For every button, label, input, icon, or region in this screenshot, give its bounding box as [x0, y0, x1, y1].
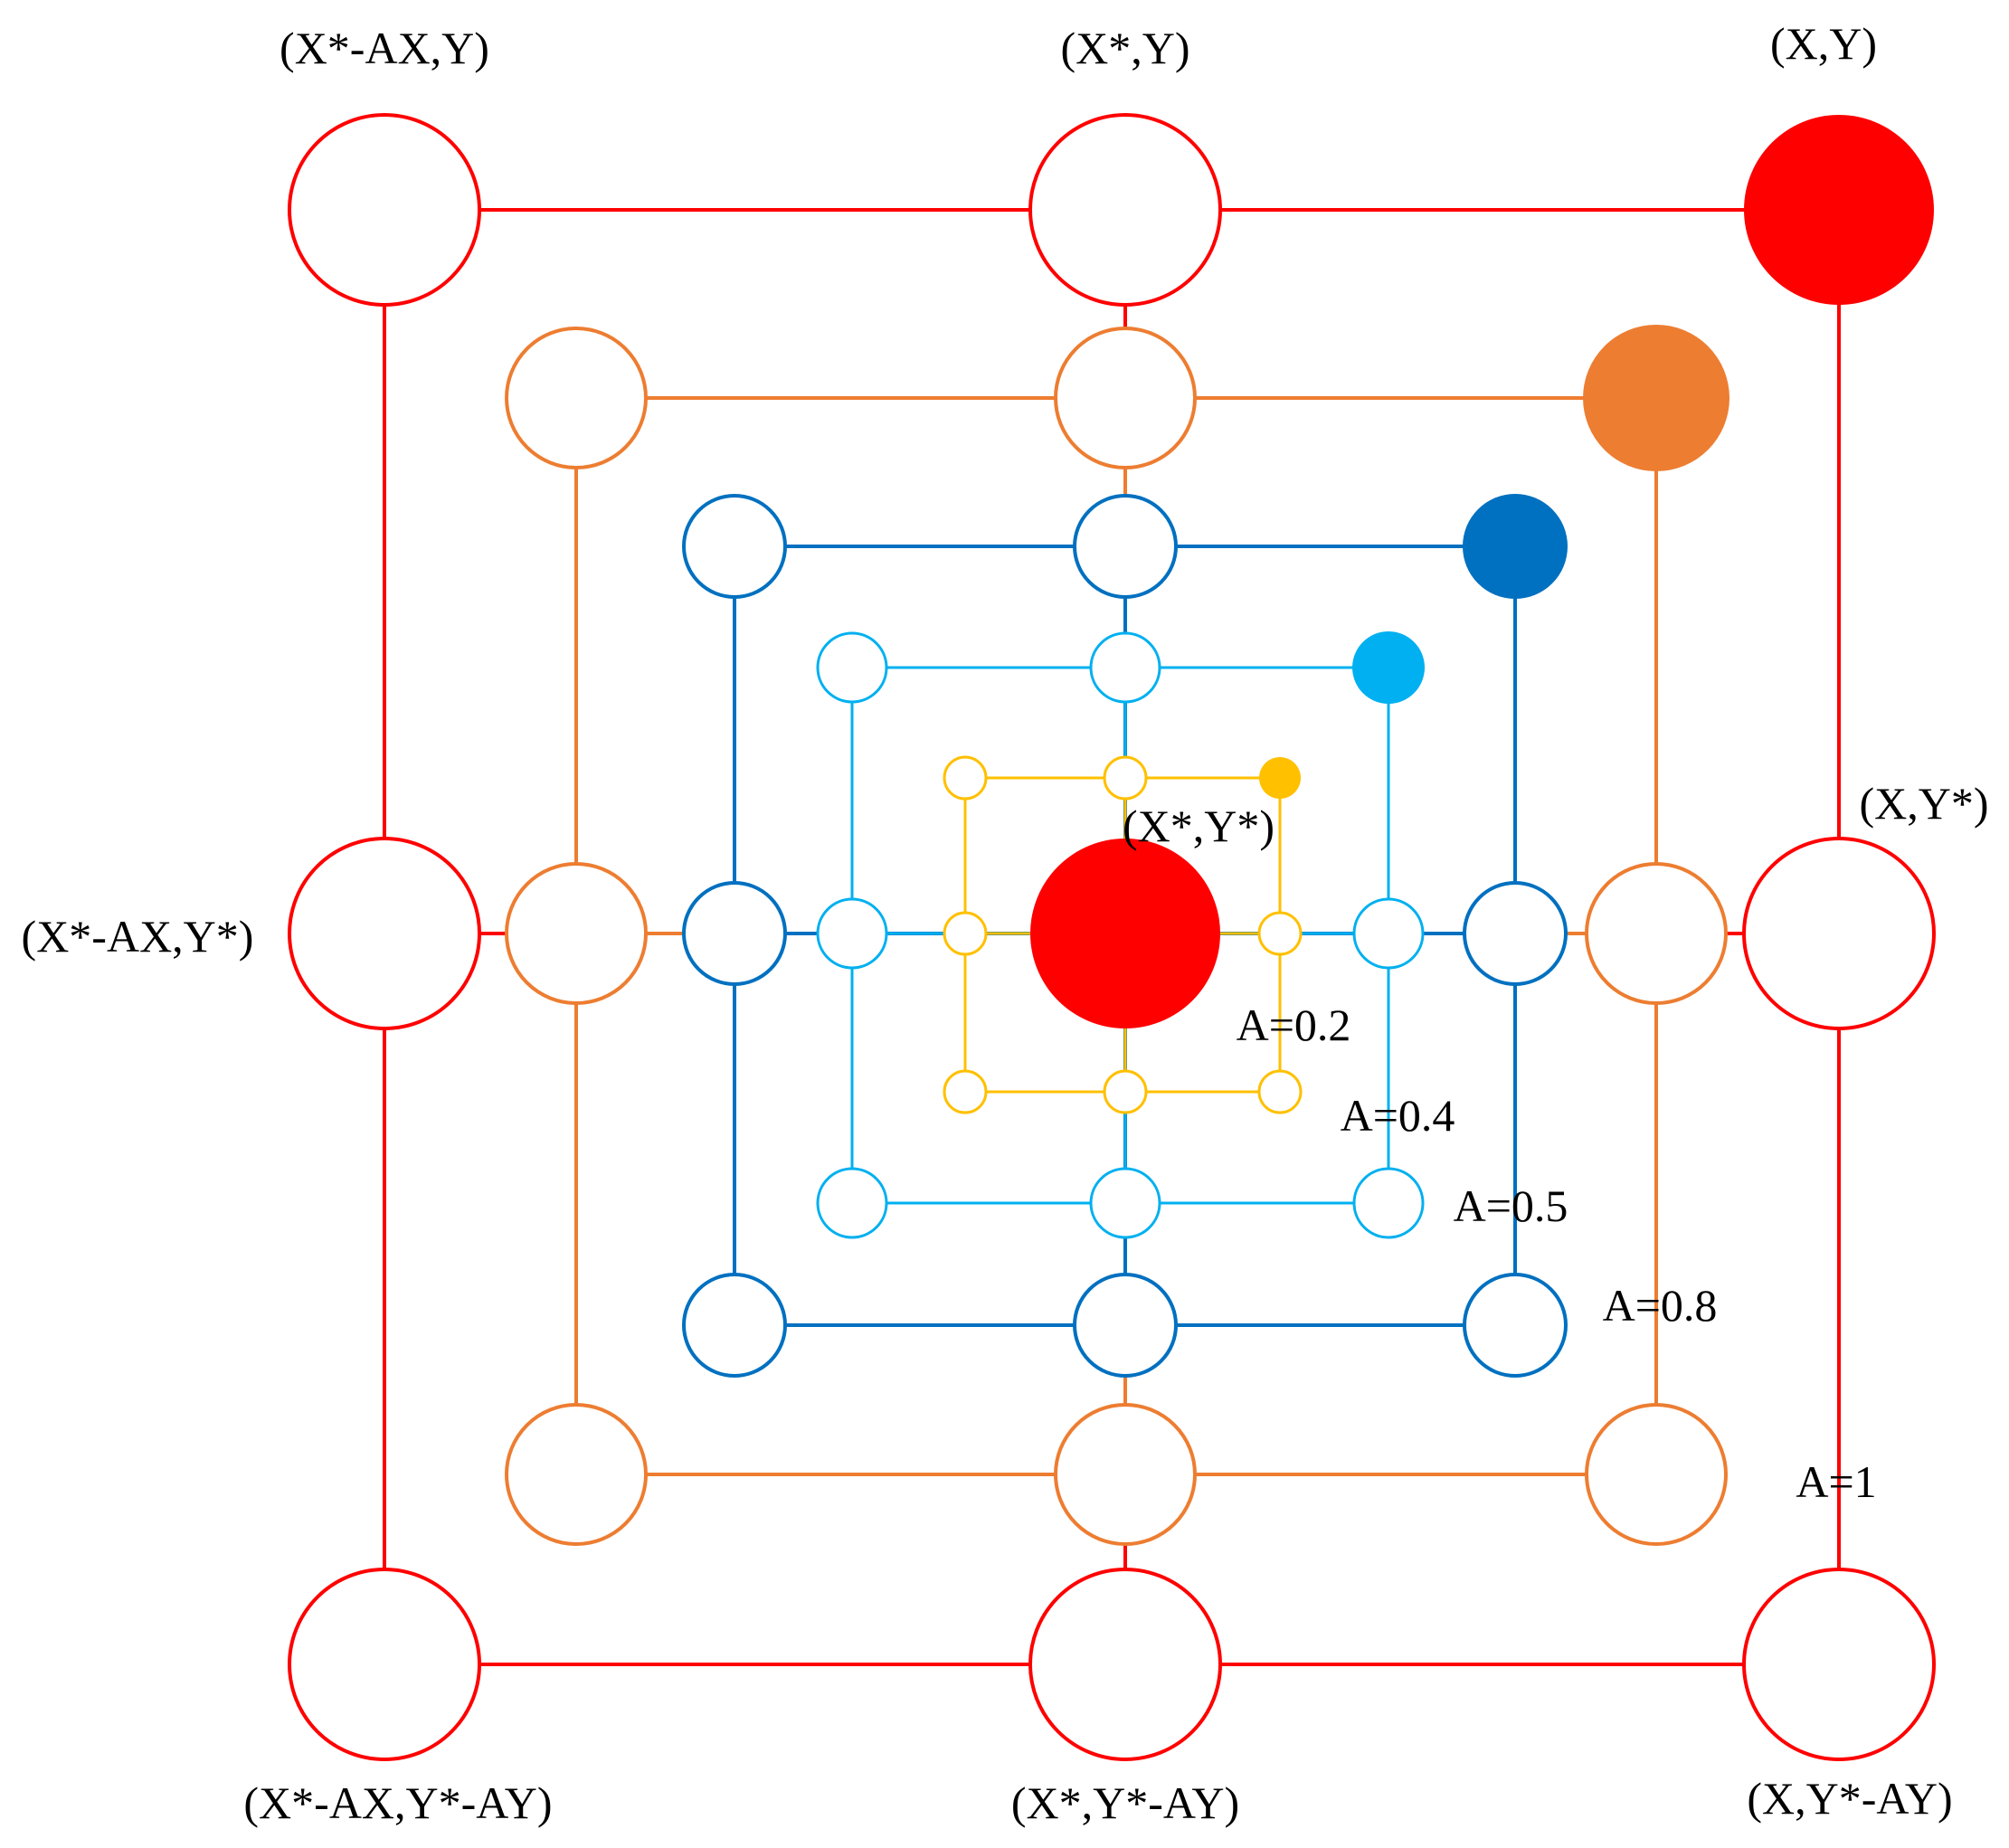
- node-A0-2-bottom-right: [1257, 1069, 1303, 1114]
- label-a-0-2: A=0.2: [1237, 1000, 1351, 1050]
- label-top-right: (X,Y): [1770, 18, 1877, 69]
- label-a-0-5: A=0.5: [1454, 1180, 1568, 1231]
- label-a-0-4: A=0.4: [1341, 1090, 1455, 1141]
- node-A1-mid-right: [1742, 837, 1936, 1030]
- node-A0-8-bottom-left: [505, 1403, 648, 1546]
- node-A0-2-bottom-left: [943, 1069, 988, 1114]
- label-center: (X*,Y*): [1123, 801, 1275, 851]
- node-A1-bottom-mid: [1028, 1568, 1222, 1761]
- node-A0-4-mid-left: [816, 897, 888, 970]
- node-A0-2-top-mid: [1103, 755, 1148, 801]
- node-A0-8-top-mid: [1054, 327, 1197, 469]
- node-A0-8-mid-right: [1585, 862, 1728, 1005]
- node-A0-5-mid-right: [1463, 881, 1568, 986]
- node-A0-8-mid-left: [505, 862, 648, 1005]
- node-A0-4-bottom-mid: [1089, 1167, 1161, 1239]
- node-A0-2-bottom-mid: [1103, 1069, 1148, 1114]
- node-A1-mid-left: [288, 837, 481, 1030]
- node-A1-bottom-right: [1742, 1568, 1936, 1761]
- node-A1-top-left: [288, 113, 481, 307]
- node-A0-5-bottom-mid: [1073, 1273, 1178, 1378]
- node-A0-8-top-right-filled: [1583, 325, 1729, 471]
- label-a-1: A=1: [1796, 1456, 1876, 1507]
- node-A1-top-mid: [1028, 113, 1222, 307]
- node-A0-2-mid-right: [1257, 911, 1303, 956]
- node-A0-8-bottom-right: [1585, 1403, 1728, 1546]
- label-bottom-left: (X*-AX,Y*-AY): [243, 1777, 552, 1828]
- node-A0-5-top-left: [682, 494, 787, 599]
- node-A0-4-top-mid: [1089, 631, 1161, 704]
- node-A0-5-top-mid: [1073, 494, 1178, 599]
- label-bottom-mid: (X*,Y*-AY): [1011, 1777, 1239, 1828]
- label-mid-right: (X,Y*): [1859, 778, 1988, 829]
- node-A0-8-bottom-mid: [1054, 1403, 1197, 1546]
- label-mid-left: (X*-AX,Y*): [22, 911, 254, 962]
- node-A1-top-right-filled: [1744, 115, 1934, 305]
- node-A0-5-top-right-filled: [1463, 494, 1568, 599]
- label-top-left: (X*-AX,Y): [280, 23, 489, 73]
- node-A0-2-top-left: [943, 755, 988, 801]
- node-A0-4-top-left: [816, 631, 888, 704]
- center-node: [1030, 839, 1220, 1028]
- node-A0-4-bottom-left: [816, 1167, 888, 1239]
- node-A0-5-mid-left: [682, 881, 787, 986]
- node-A0-2-top-right-filled: [1259, 757, 1301, 799]
- node-A0-2-mid-left: [943, 911, 988, 956]
- node-A0-4-bottom-right: [1352, 1167, 1425, 1239]
- node-A0-4-mid-right: [1352, 897, 1425, 970]
- node-A0-4-top-right-filled: [1352, 631, 1425, 704]
- node-A0-5-bottom-right: [1463, 1273, 1568, 1378]
- node-A0-8-top-left: [505, 327, 648, 469]
- node-A0-5-bottom-left: [682, 1273, 787, 1378]
- node-A1-bottom-left: [288, 1568, 481, 1761]
- label-bottom-right: (X,Y*-AY): [1747, 1773, 1952, 1824]
- label-a-0-8: A=0.8: [1603, 1280, 1718, 1331]
- label-top-mid: (X*,Y): [1060, 23, 1189, 73]
- nested-squares: [288, 113, 1936, 1761]
